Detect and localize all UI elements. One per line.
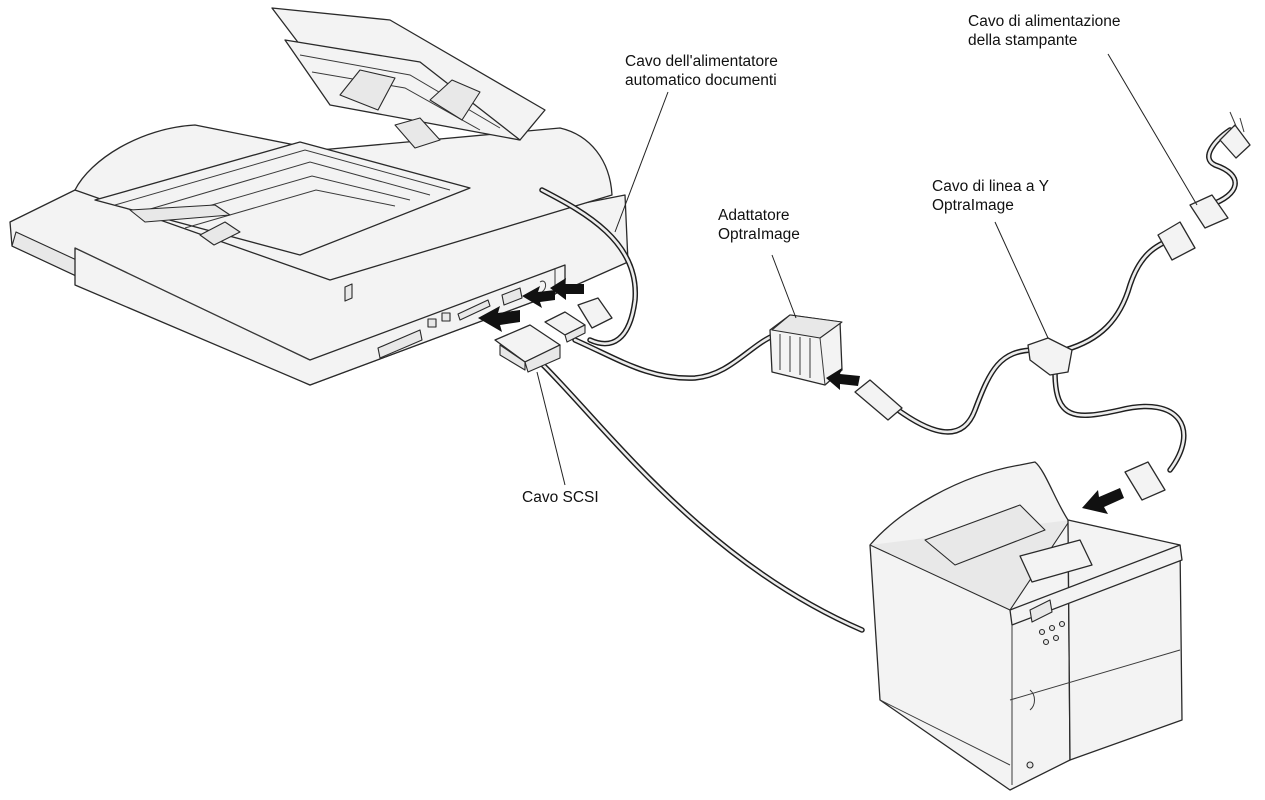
leader-printer-power	[1107, 53, 1198, 206]
arrow-adf-port	[550, 278, 584, 300]
serial-connector	[544, 311, 586, 343]
scanner-unit	[9, 7, 629, 386]
adf-plug	[577, 297, 613, 329]
scsi-connector	[494, 324, 561, 373]
arrow-scsi-port	[478, 306, 520, 332]
leader-adapter	[771, 254, 797, 319]
label-scsi-cable: Cavo SCSI	[522, 489, 599, 506]
adapter-plug	[854, 379, 903, 421]
leader-y-cable	[994, 221, 1049, 339]
leader-scsi	[536, 371, 566, 486]
wall-plug	[1219, 111, 1251, 159]
printer-plug	[1124, 461, 1166, 501]
label-printer-power-cable: Cavo di alimentazione della stampante	[968, 13, 1121, 49]
printer-power-socket-plug	[1189, 194, 1229, 229]
y-splitter	[1027, 337, 1073, 376]
leader-adf-cable	[614, 91, 669, 233]
y-cable-lower-line	[1052, 369, 1187, 473]
arrow-adapter-input	[826, 368, 860, 390]
label-adf-cable: Cavo dell'alimentatore automatico docume…	[625, 53, 778, 89]
label-y-cable: Cavo di linea a Y OptraImage	[932, 178, 1049, 214]
adapter-box	[769, 314, 843, 386]
arrow-printer-power	[1082, 488, 1124, 514]
adapter-input-cable-line	[872, 347, 1038, 435]
y-cable-plug-upper	[1157, 221, 1196, 261]
y-cable-upper-line	[1062, 235, 1178, 353]
printer-unit	[869, 461, 1183, 791]
arrow-serial-port	[522, 286, 555, 308]
label-adapter: Adattatore OptraImage	[718, 207, 800, 243]
